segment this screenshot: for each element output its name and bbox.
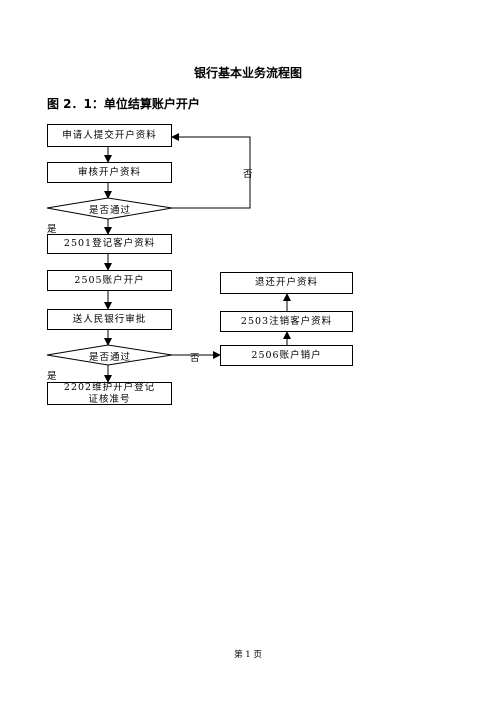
decision-diamond-1 <box>46 197 173 220</box>
branch-no-2: 否 <box>190 353 200 364</box>
node-cancel-customer: 2503注销客户资料 <box>220 311 353 332</box>
node-open-account: 2505账户开户 <box>47 270 172 291</box>
branch-yes-1: 是 <box>47 224 57 235</box>
decision-diamond-2 <box>46 344 173 366</box>
node-pboc-approval: 送人民银行审批 <box>47 309 172 330</box>
branch-no-1: 否 <box>243 169 253 180</box>
node-return-documents: 退还开户资料 <box>220 272 353 294</box>
page-number: 第 1 页 <box>234 650 262 660</box>
decision-label-1: 是否通过 <box>88 205 131 216</box>
page-title: 银行基本业务流程图 <box>193 66 302 80</box>
figure-caption: 图 2．1：单位结算账户开户 <box>47 97 200 111</box>
node-review-documents: 审核开户资料 <box>47 162 172 183</box>
branch-yes-2: 是 <box>47 371 57 382</box>
node-register-customer: 2501登记客户资料 <box>47 234 172 254</box>
node-submit-documents: 申请人提交开户资料 <box>47 124 172 147</box>
node-close-account: 2506账户销户 <box>220 345 353 366</box>
decision-label-2: 是否通过 <box>88 352 131 363</box>
node-maintain-approval-number: 2202维护开户登记证核准号 <box>47 382 172 405</box>
edge-d1-no-n1 <box>171 133 251 209</box>
